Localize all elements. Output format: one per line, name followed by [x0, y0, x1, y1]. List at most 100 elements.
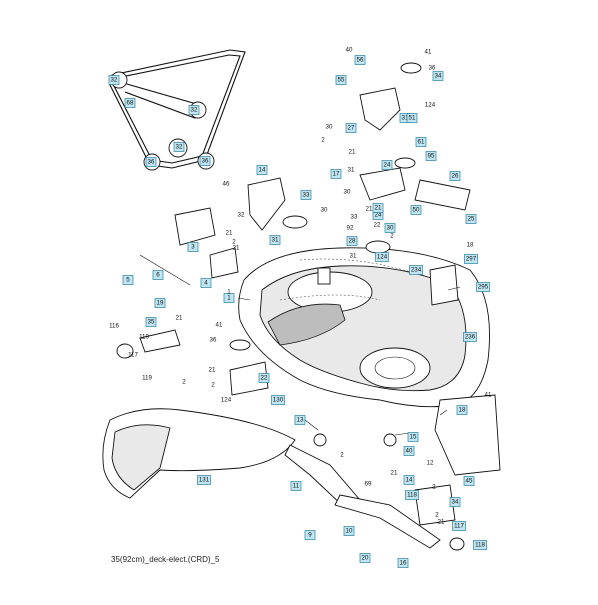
- callout-plain-number: 2: [432, 484, 436, 491]
- callout-number: 34: [435, 73, 442, 80]
- callout-boxed: 51: [406, 113, 418, 123]
- callout-plain-number: 31: [348, 167, 355, 174]
- callout-box-frame: [410, 205, 422, 215]
- callout-number: 236: [465, 334, 476, 341]
- callout-plain-number: 69: [365, 481, 372, 488]
- mower-deck: [238, 247, 490, 408]
- callout-box-frame: [407, 432, 419, 442]
- callout-plain-number: 21: [391, 470, 398, 477]
- callout-number: 234: [411, 267, 422, 274]
- callout-box-frame: [173, 142, 185, 152]
- callout-boxed: 34: [432, 71, 444, 81]
- callout-number: 17: [333, 171, 340, 178]
- spindle-pulleys: [116, 62, 465, 551]
- callout-number: 34: [452, 499, 459, 506]
- callout-plain-number: 21: [438, 519, 445, 526]
- callout-plain-number: 2: [390, 233, 394, 240]
- callout-boxed: 13: [294, 415, 306, 425]
- callout-number: 35: [148, 319, 155, 326]
- callout-boxed: 32: [188, 105, 200, 115]
- callout-box-frame: [290, 481, 302, 491]
- callout-plain-number: 124: [425, 102, 436, 109]
- callout-boxed: 35: [145, 317, 157, 327]
- callout-plain-number: 21: [226, 230, 233, 237]
- callout-box-frame: [384, 223, 396, 233]
- callout-box-frame: [122, 275, 134, 285]
- callout-box-frame: [463, 476, 475, 486]
- callout-plain-number: 41: [485, 392, 492, 399]
- discharge-chute: [102, 408, 296, 499]
- brackets: [139, 87, 501, 526]
- callout-plain-number: 2: [211, 382, 215, 389]
- callout-boxed: 9: [304, 530, 316, 540]
- callout-number: 33: [303, 192, 310, 199]
- callout-plain-number: 21: [233, 245, 240, 252]
- callout-boxed: 130: [271, 395, 285, 405]
- callout-plain-number: 21: [366, 206, 373, 213]
- callout-box-frame: [300, 190, 312, 200]
- callout-number: 118: [475, 542, 485, 549]
- callout-number: 10: [346, 528, 353, 535]
- callout-boxed: 234: [409, 265, 423, 275]
- callout-boxed: 297: [464, 254, 478, 264]
- callout-box-frame: [256, 165, 268, 175]
- callout-plain-number: 32: [238, 212, 245, 219]
- callout-number: 3: [191, 244, 195, 251]
- callout-boxed: 22: [258, 373, 270, 383]
- callout-box-frame: [449, 497, 461, 507]
- callout-plain-number: 41: [425, 49, 432, 56]
- callout-number: 6: [156, 272, 160, 279]
- callout-boxed: 14: [256, 165, 268, 175]
- callout-number: 95: [428, 153, 435, 160]
- callout-box-frame: [294, 415, 306, 425]
- callout-plain-number: 2: [182, 379, 186, 386]
- callout-box-frame: [432, 71, 444, 81]
- callout-number: 5: [126, 277, 130, 284]
- callout-box-frame: [223, 293, 235, 303]
- callout-boxed: 56: [354, 55, 366, 65]
- callout-boxed: 68: [124, 98, 136, 108]
- callout-number: 117: [454, 523, 464, 530]
- callout-number: 131: [199, 477, 210, 484]
- callout-plain-number: 18: [467, 242, 474, 249]
- callout-boxed: 30: [384, 223, 396, 233]
- callout-plain-number: 21: [349, 149, 356, 156]
- callout-number: 61: [418, 139, 425, 146]
- diagram-caption: 35(92cm)_deck-elect.(CRD)_5: [111, 555, 220, 564]
- callout-plain-number: 119: [142, 375, 152, 382]
- callout-plain-number: 124: [221, 397, 232, 404]
- callout-plain-number: 41: [216, 322, 223, 329]
- callout-box-frame: [188, 105, 200, 115]
- callout-number: 51: [409, 115, 416, 122]
- callout-boxed: 117: [452, 521, 466, 531]
- callout-number: 14: [259, 167, 266, 174]
- callout-boxed: 124: [375, 252, 389, 262]
- callout-boxed: 3: [187, 242, 199, 252]
- callout-box-frame: [425, 151, 437, 161]
- callout-number: 28: [349, 238, 356, 245]
- callout-plain-number: 21: [176, 315, 183, 322]
- belt-routing-diagram: [109, 49, 246, 171]
- callout-number: 26: [452, 173, 459, 180]
- callout-boxed: 17: [330, 169, 342, 179]
- callout-boxed: 295: [476, 282, 490, 292]
- callout-number: 11: [293, 483, 300, 490]
- callout-box-frame: [403, 475, 415, 485]
- callout-box-frame: [330, 169, 342, 179]
- callout-number: 19: [157, 300, 164, 307]
- callout-number: 68: [127, 100, 134, 107]
- callout-boxed: 28: [346, 236, 358, 246]
- callout-boxed: 45: [463, 476, 475, 486]
- callout-box-frame: [465, 214, 477, 224]
- callout-plain-number: 12: [427, 460, 434, 467]
- callout-number: 25: [468, 216, 475, 223]
- callout-number: 56: [357, 57, 364, 64]
- callout-box-frame: [108, 75, 120, 85]
- callout-box-frame: [456, 405, 468, 415]
- callout-number: 295: [478, 284, 489, 291]
- callout-box-frame: [464, 254, 478, 264]
- callout-number: 22: [261, 375, 268, 382]
- callout-number: 50: [413, 207, 420, 214]
